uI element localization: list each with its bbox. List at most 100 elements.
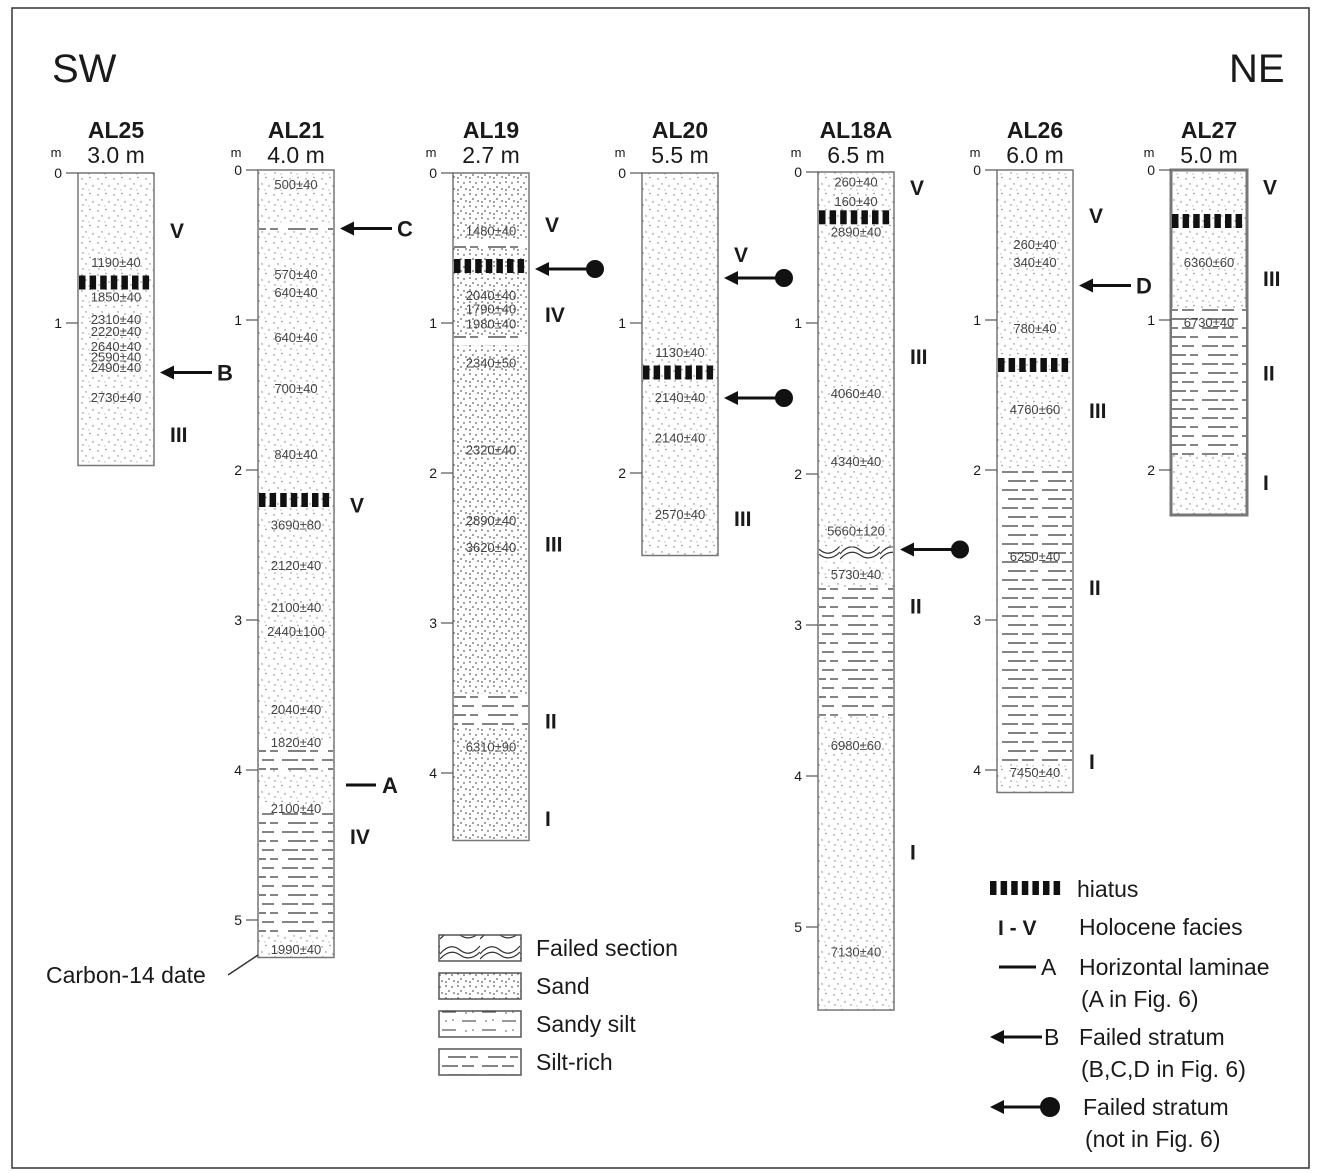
laminae-zone [454, 693, 528, 728]
facies-label: II [910, 595, 922, 618]
legend-arrow-head [990, 1030, 1004, 1044]
legend-symbol-label: Horizontal laminae [1079, 954, 1269, 980]
hiatus-mark [1214, 214, 1221, 228]
hiatus-mark [998, 358, 1005, 372]
hiatus-mark [507, 259, 514, 273]
hiatus-mark [643, 365, 650, 380]
hiatus-mark [100, 275, 107, 290]
core-length: 3.0 m [87, 142, 145, 168]
c14-date: 7130±40 [831, 945, 882, 960]
c14-date: 2100±40 [271, 600, 322, 615]
facies-label: V [350, 495, 364, 518]
depth-tick-label: 1 [234, 312, 242, 328]
facies-label: III [1263, 268, 1281, 291]
depth-tick-label: 3 [234, 612, 242, 628]
facies-label: V [1089, 205, 1103, 228]
depth-tick-label: 0 [973, 162, 981, 178]
hiatus-mark [685, 365, 692, 380]
hiatus-mark [121, 275, 128, 290]
laminae-zone [454, 335, 528, 346]
core-length: 4.0 m [267, 142, 325, 168]
laminae-zone [1172, 308, 1246, 455]
facies-label: V [545, 214, 559, 237]
facies-label: V [170, 220, 184, 243]
c14-date: 2570±40 [655, 507, 706, 522]
depth-unit: m [231, 145, 242, 160]
hiatus-mark [1172, 214, 1179, 228]
laminae-zone [998, 470, 1072, 763]
depth-tick-label: 0 [429, 165, 437, 181]
legend-label: Failed section [536, 935, 678, 961]
legend-pattern-failed: Failed section [438, 934, 678, 962]
arrow-dot [951, 540, 969, 559]
depth-tick-label: 0 [234, 162, 242, 178]
hiatus-mark [1193, 214, 1200, 228]
arrow-head [160, 365, 174, 380]
c14-date: 640±40 [274, 285, 317, 300]
core-length: 5.5 m [651, 142, 709, 168]
facies-label: III [1089, 400, 1107, 423]
c14-date: 1990±40 [271, 942, 322, 957]
hiatus-mark [322, 493, 330, 507]
legend-swatch [438, 1010, 522, 1038]
hiatus-mark [706, 365, 714, 380]
legend-pattern-sandysilt: Sandy silt [438, 1010, 636, 1038]
facies-label: IV [545, 304, 565, 327]
hiatus-mark [142, 275, 150, 290]
c14-date: 1980±40 [466, 317, 517, 332]
depth-tick-label: 0 [1147, 162, 1155, 178]
facies-label: III [545, 534, 563, 557]
legend-hiatus-mark [1032, 881, 1039, 895]
hiatus-mark [1040, 358, 1047, 372]
legend-symbol-sublabel: (A in Fig. 6) [1081, 986, 1199, 1012]
legend-letter: A [1041, 954, 1057, 980]
failed-stratum-label: B [217, 361, 233, 386]
core-title: AL19 [463, 117, 519, 143]
laminae-marker-label: A [382, 773, 398, 798]
c14-date: 260±40 [1013, 237, 1056, 252]
core-title: AL27 [1181, 117, 1237, 143]
depth-tick-label: 3 [429, 615, 437, 631]
legend-swatch [438, 1048, 522, 1076]
hiatus-mark [819, 210, 826, 225]
hiatus-mark [872, 210, 879, 225]
legend-symbol-hiatus: hiatus [990, 876, 1138, 902]
carbon-14-leader [227, 954, 259, 976]
c14-date: 640±40 [274, 330, 317, 345]
legend-symbol-label: Failed stratum [1083, 1094, 1229, 1120]
legend-letter: B [1044, 1024, 1059, 1050]
c14-date: 1850±40 [91, 290, 142, 305]
laminae-zone [259, 743, 333, 770]
depth-tick-label: 0 [54, 165, 62, 181]
arrow-head [724, 271, 738, 285]
carbon-14-note: Carbon-14 date [46, 962, 206, 988]
c14-date: 2100±40 [271, 801, 322, 816]
c14-date: 1480±40 [466, 224, 517, 239]
hiatus-mark [269, 493, 277, 507]
depth-unit: m [51, 145, 62, 160]
c14-date: 6730±40 [1184, 315, 1235, 330]
depth-unit: m [426, 145, 437, 160]
core-length: 6.0 m [1006, 142, 1064, 168]
legend-dot [1040, 1097, 1060, 1117]
hiatus-mark [850, 210, 858, 225]
c14-date: 700±40 [274, 381, 317, 396]
c14-date: 1820±40 [271, 735, 322, 750]
c14-date: 4060±40 [831, 386, 882, 401]
arrow-head [900, 542, 914, 557]
c14-date: 4760±60 [1010, 402, 1061, 417]
laminae-zone [819, 587, 893, 716]
depth-tick-label: 4 [429, 765, 437, 781]
facies-label: V [1263, 177, 1277, 200]
depth-tick-label: 3 [973, 612, 981, 628]
legend-arrow-head [990, 1100, 1004, 1114]
failed-section [819, 546, 893, 562]
depth-unit: m [970, 145, 981, 160]
c14-date: 1190±40 [91, 255, 141, 270]
